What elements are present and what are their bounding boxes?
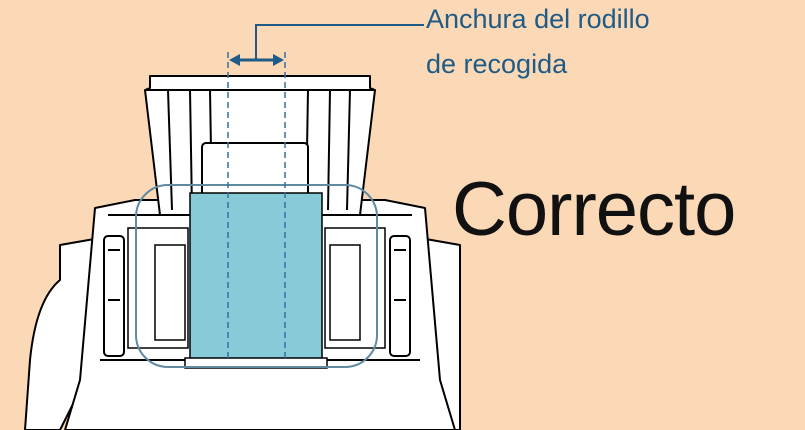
pick-roller-highlight — [135, 184, 378, 368]
callout-label-line-1: Anchura del rodillo — [426, 4, 650, 34]
paper-guide-left — [103, 235, 125, 357]
callout-label-line-2: de recogida — [426, 49, 568, 79]
chute-windows — [127, 227, 386, 349]
callout-leader-line — [255, 24, 424, 60]
left-border — [0, 0, 10, 430]
status-label: Correcto — [452, 167, 736, 252]
document-sheet — [189, 192, 323, 364]
roller-width-guides — [227, 52, 286, 362]
paper-guide-right — [389, 235, 411, 357]
